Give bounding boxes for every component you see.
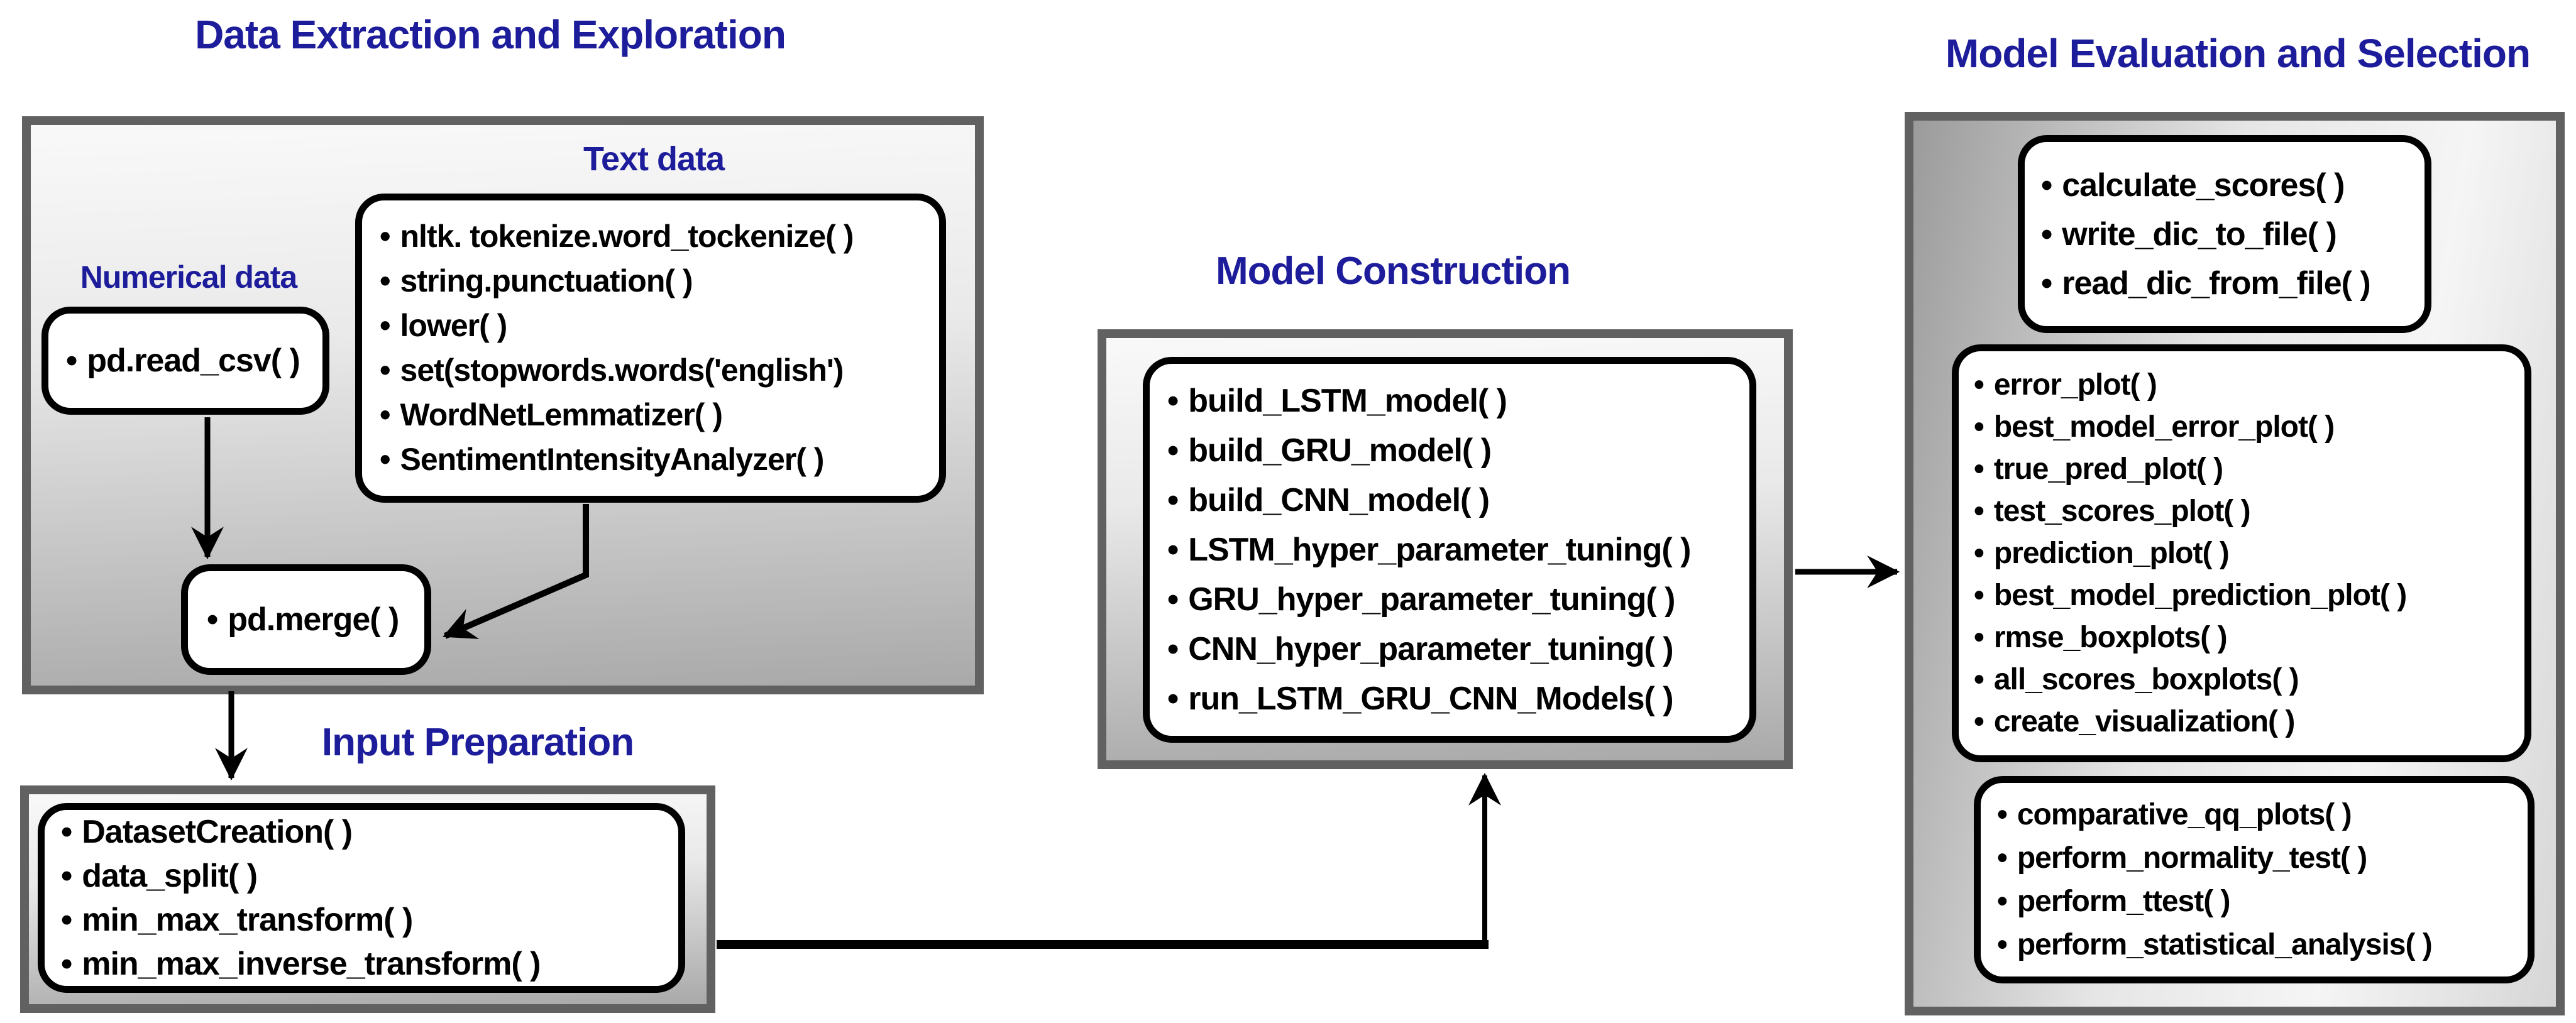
function-item: lower( ) <box>380 304 930 348</box>
function-item: true_pred_plot( ) <box>1974 448 2519 490</box>
function-item: all_scores_boxplots( ) <box>1974 659 2519 701</box>
function-item: best_model_prediction_plot( ) <box>1974 574 2519 616</box>
function-item: CNN_hyper_parameter_tuning( ) <box>1167 625 1743 674</box>
function-item: pd.read_csv( ) <box>66 342 322 380</box>
title-data-extraction: Data Extraction and Exploration <box>195 12 786 57</box>
label-numerical-data: Numerical data <box>80 260 297 295</box>
function-item: perform_statistical_analysis( ) <box>1997 923 2528 966</box>
function-item: nltk. tokenize.word_tockenize( ) <box>380 214 930 259</box>
box-pd-merge: pd.merge( ) <box>181 564 431 675</box>
function-item: best_model_error_plot( ) <box>1974 406 2519 448</box>
function-item: string.punctuation( ) <box>380 259 930 304</box>
box-read-csv: pd.read_csv( ) <box>41 307 329 415</box>
function-item: WordNetLemmatizer( ) <box>380 393 930 437</box>
function-item: prediction_plot( ) <box>1974 532 2519 574</box>
function-item: error_plot( ) <box>1974 364 2519 406</box>
title-model-evaluation: Model Evaluation and Selection <box>1945 31 2531 76</box>
function-item: write_dic_to_file( ) <box>2041 210 2425 259</box>
function-item: calculate_scores( ) <box>2041 161 2425 210</box>
function-item: build_CNN_model( ) <box>1167 476 1743 525</box>
function-item: read_dic_from_file( ) <box>2041 259 2425 308</box>
function-item: test_scores_plot( ) <box>1974 490 2519 532</box>
box-model-construction-functions: build_LSTM_model( )build_GRU_model( )bui… <box>1143 357 1756 743</box>
box-text-data-functions: nltk. tokenize.word_tockenize( )string.p… <box>355 194 946 503</box>
function-item: GRU_hyper_parameter_tuning( ) <box>1167 575 1743 625</box>
box-input-preparation-functions: DatasetCreation( )data_split( )min_max_t… <box>38 803 685 993</box>
box-statistics-functions: comparative_qq_plots( )perform_normality… <box>1974 776 2535 983</box>
function-item: pd.merge( ) <box>207 601 424 638</box>
function-item: perform_ttest( ) <box>1997 880 2528 923</box>
function-item: DatasetCreation( ) <box>61 810 671 854</box>
function-item: run_LSTM_GRU_CNN_Models( ) <box>1167 674 1743 724</box>
box-plot-functions: error_plot( )best_model_error_plot( )tru… <box>1952 344 2531 762</box>
title-model-construction: Model Construction <box>1215 249 1571 293</box>
function-item: create_visualization( ) <box>1974 701 2519 743</box>
function-item: comparative_qq_plots( ) <box>1997 793 2528 836</box>
box-scores-io-functions: calculate_scores( )write_dic_to_file( )r… <box>2018 135 2431 333</box>
function-item: SentimentIntensityAnalyzer( ) <box>380 437 930 482</box>
function-item: build_GRU_model( ) <box>1167 426 1743 476</box>
function-item: rmse_boxplots( ) <box>1974 616 2519 659</box>
function-item: LSTM_hyper_parameter_tuning( ) <box>1167 525 1743 575</box>
label-text-data: Text data <box>583 140 725 178</box>
function-item: build_LSTM_model( ) <box>1167 376 1743 426</box>
function-item: set(stopwords.words('english') <box>380 348 930 393</box>
function-item: min_max_inverse_transform( ) <box>61 942 671 986</box>
function-item: perform_normality_test( ) <box>1997 836 2528 880</box>
title-input-preparation: Input Preparation <box>321 721 634 764</box>
function-item: min_max_transform( ) <box>61 898 671 942</box>
function-item: data_split( ) <box>61 854 671 898</box>
